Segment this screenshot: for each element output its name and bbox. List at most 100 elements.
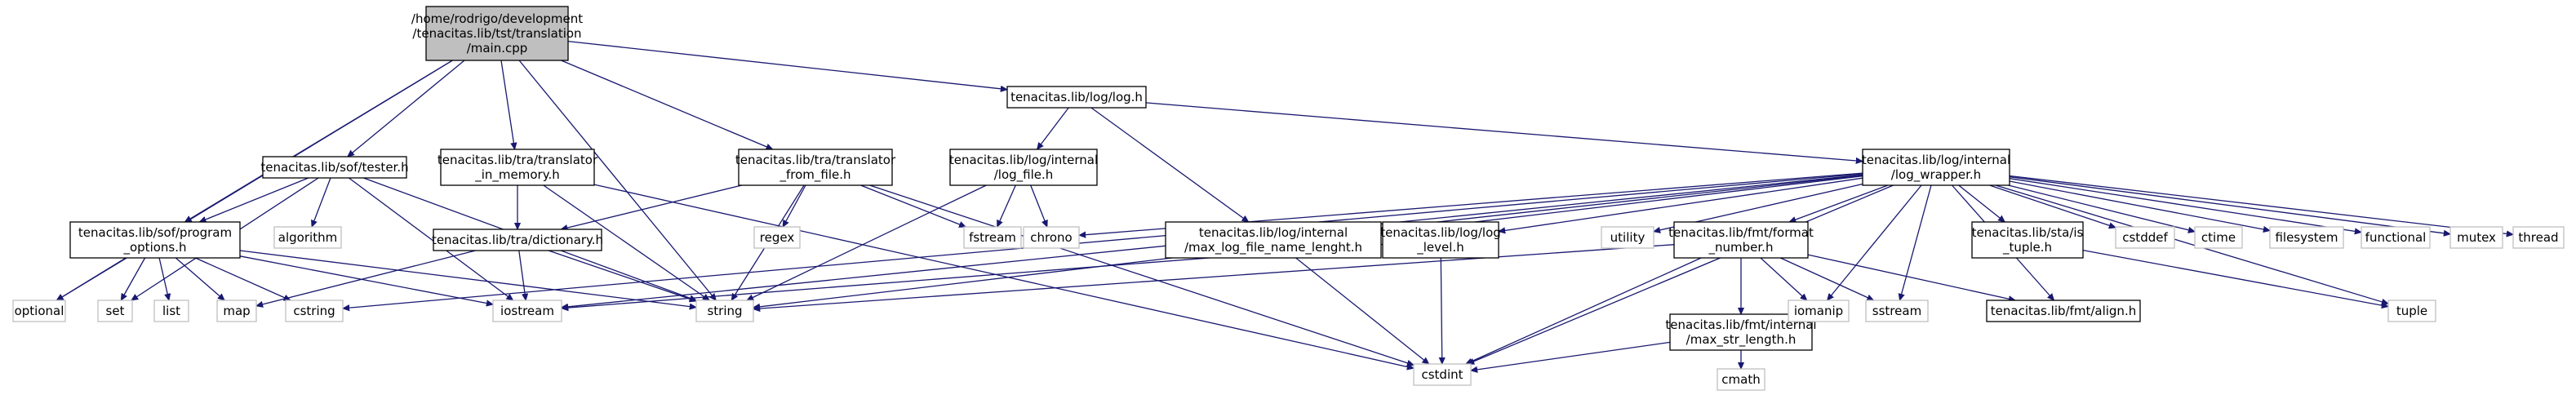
- node-box: [1971, 221, 2084, 259]
- node-label-line: tenacitas.lib/fmt/internal: [1665, 317, 1816, 332]
- edge-main-to-trans_file: [561, 60, 773, 149]
- node-cstring: cstring: [285, 300, 344, 322]
- node-cstdint: cstdint: [1413, 363, 1472, 386]
- node-is-tuple[interactable]: tenacitas.lib/sta/is_tuple.h: [1971, 221, 2084, 259]
- node-label-line: cstring: [293, 304, 335, 318]
- node-box: [738, 149, 893, 186]
- edge-log_wrapper-to-mutex: [2009, 176, 2450, 234]
- edge-program_options-to-iostream: [239, 255, 493, 304]
- node-string: string: [695, 300, 754, 322]
- edge-trans_file-to-dictionary: [561, 184, 742, 229]
- node-box: [1006, 86, 1147, 109]
- edge-program_options-to-cstring: [195, 257, 291, 301]
- node-box: [695, 300, 754, 322]
- node-label-line: /home/rodrigo/development: [411, 11, 583, 26]
- node-log-wrapper[interactable]: tenacitas.lib/log/internal/log_wrapper.h: [1862, 149, 2010, 186]
- node-label-line: string: [707, 304, 742, 318]
- node-mutex: mutex: [2449, 226, 2503, 249]
- node-label-line: iomanip: [1794, 304, 1843, 318]
- node-algorithm: algorithm: [273, 226, 342, 249]
- node-set: set: [97, 300, 133, 322]
- node-label-line: tuple: [2396, 304, 2427, 318]
- edge-log_wrapper-to-sstream: [1900, 184, 1932, 300]
- node-trans-mem[interactable]: tenacitas.lib/tra/translator_in_memory.h: [437, 149, 598, 186]
- node-label-line: /max_log_file_name_lenght.h: [1184, 240, 1362, 255]
- node-label-line: _from_file.h: [779, 167, 851, 183]
- node-label-line: _level.h: [1416, 240, 1463, 255]
- edge-trans_file-to-fstream: [860, 184, 966, 227]
- edge-log_file-to-fstream: [997, 184, 1016, 227]
- node-cmath: cmath: [1717, 368, 1765, 391]
- node-label-line: tenacitas.lib/tra/translator: [437, 153, 598, 167]
- node-box: [153, 300, 189, 322]
- node-label-line: regex: [760, 230, 795, 245]
- node-box: [2361, 226, 2431, 249]
- node-label-line: /log_wrapper.h: [1891, 167, 1981, 183]
- edge-program_options-to-optional: [56, 257, 127, 300]
- node-label-line: _number.h: [1708, 240, 1774, 255]
- node-tester[interactable]: tenacitas.lib/sof/tester.h: [260, 156, 409, 179]
- node-box: [1865, 300, 1929, 322]
- node-box: [12, 300, 66, 322]
- node-format-number[interactable]: tenacitas.lib/fmt/format_number.h: [1668, 221, 1814, 259]
- node-box: [2194, 226, 2243, 249]
- node-label-line: ctime: [2201, 230, 2236, 245]
- node-trans-file[interactable]: tenacitas.lib/tra/translator_from_file.h: [735, 149, 896, 186]
- node-label-line: /tenacitas.lib/tst/translation: [412, 26, 581, 41]
- node-log-h[interactable]: tenacitas.lib/log/log.h: [1006, 86, 1147, 109]
- node-box: [1165, 221, 1382, 259]
- node-label-line: functional: [2365, 230, 2427, 245]
- edge-max_log-to-cstdint: [1295, 257, 1429, 364]
- node-max-str[interactable]: tenacitas.lib/fmt/internal/max_str_lengt…: [1665, 313, 1817, 351]
- node-label-line: algorithm: [278, 230, 337, 245]
- edge-log_wrapper-to-cstdint: [1468, 184, 1894, 364]
- edge-main-to-tester: [348, 60, 465, 157]
- edge-format_number-to-iomanip: [1760, 257, 1807, 300]
- edge-log_wrapper-to-log_level: [1499, 177, 1863, 231]
- edge-log_h-to-max_log: [1090, 107, 1249, 222]
- node-label-line: set: [106, 304, 125, 318]
- node-box: [2115, 226, 2175, 249]
- node-box: [753, 226, 801, 249]
- node-label-line: fstream: [969, 230, 1016, 245]
- node-thread: thread: [2512, 226, 2565, 249]
- node-max-log[interactable]: tenacitas.lib/log/internal/max_log_file_…: [1165, 221, 1382, 259]
- node-label-line: utility: [1610, 230, 1646, 245]
- node-box: [1673, 221, 1809, 259]
- edge-log_wrapper-to-format_number: [1789, 184, 1889, 222]
- node-label-line: tenacitas.lib/fmt/format: [1668, 225, 1814, 240]
- node-filesystem: filesystem: [2269, 226, 2344, 249]
- node-label-line: tenacitas.lib/log/internal: [1862, 153, 2010, 167]
- edge-log_h-to-log_file: [1037, 107, 1069, 149]
- edge-dictionary-to-iostream: [518, 250, 526, 300]
- node-functional: functional: [2361, 226, 2431, 249]
- node-box: [949, 149, 1098, 186]
- node-regex: regex: [753, 226, 801, 249]
- edge-trans_mem-to-string: [543, 184, 709, 300]
- node-dictionary[interactable]: tenacitas.lib/tra/dictionary.h: [432, 229, 603, 251]
- node-label-line: _in_memory.h: [474, 167, 559, 183]
- node-program-options[interactable]: tenacitas.lib/sof/program_options.h: [69, 221, 241, 259]
- edge-log_wrapper-to-iomanip: [1828, 184, 1922, 300]
- node-label-line: _options.h: [122, 240, 186, 255]
- node-align[interactable]: tenacitas.lib/fmt/align.h: [1986, 300, 2141, 322]
- node-box: [1862, 149, 2010, 186]
- node-chrono: chrono: [1023, 226, 1080, 249]
- node-log-file[interactable]: tenacitas.lib/log/internal/log_file.h: [949, 149, 1098, 186]
- node-main[interactable]: /home/rodrigo/development/tenacitas.lib/…: [411, 6, 583, 61]
- node-iostream: iostream: [492, 300, 562, 322]
- edge-format_number-to-sstream: [1780, 257, 1873, 301]
- node-log-level[interactable]: tenacitas.lib/log/log_level.h: [1380, 221, 1501, 259]
- edge-trans_mem-to-cstdint: [593, 184, 1414, 368]
- node-label-line: cmath: [1721, 372, 1760, 387]
- node-label-line: tenacitas.lib/log/log: [1380, 225, 1501, 240]
- node-box: [97, 300, 133, 322]
- edge-log_file-to-chrono: [1030, 184, 1047, 227]
- node-label-line: tenacitas.lib/tra/dictionary.h: [432, 233, 603, 247]
- edge-main-to-string: [518, 60, 716, 300]
- node-box: [285, 300, 344, 322]
- edge-main-to-trans_mem: [500, 60, 515, 149]
- edge-trans_file-to-cstdint: [869, 184, 1415, 365]
- node-label-line: tenacitas.lib/log/internal: [1199, 225, 1348, 240]
- edge-log_wrapper-to-thread: [2009, 175, 2513, 235]
